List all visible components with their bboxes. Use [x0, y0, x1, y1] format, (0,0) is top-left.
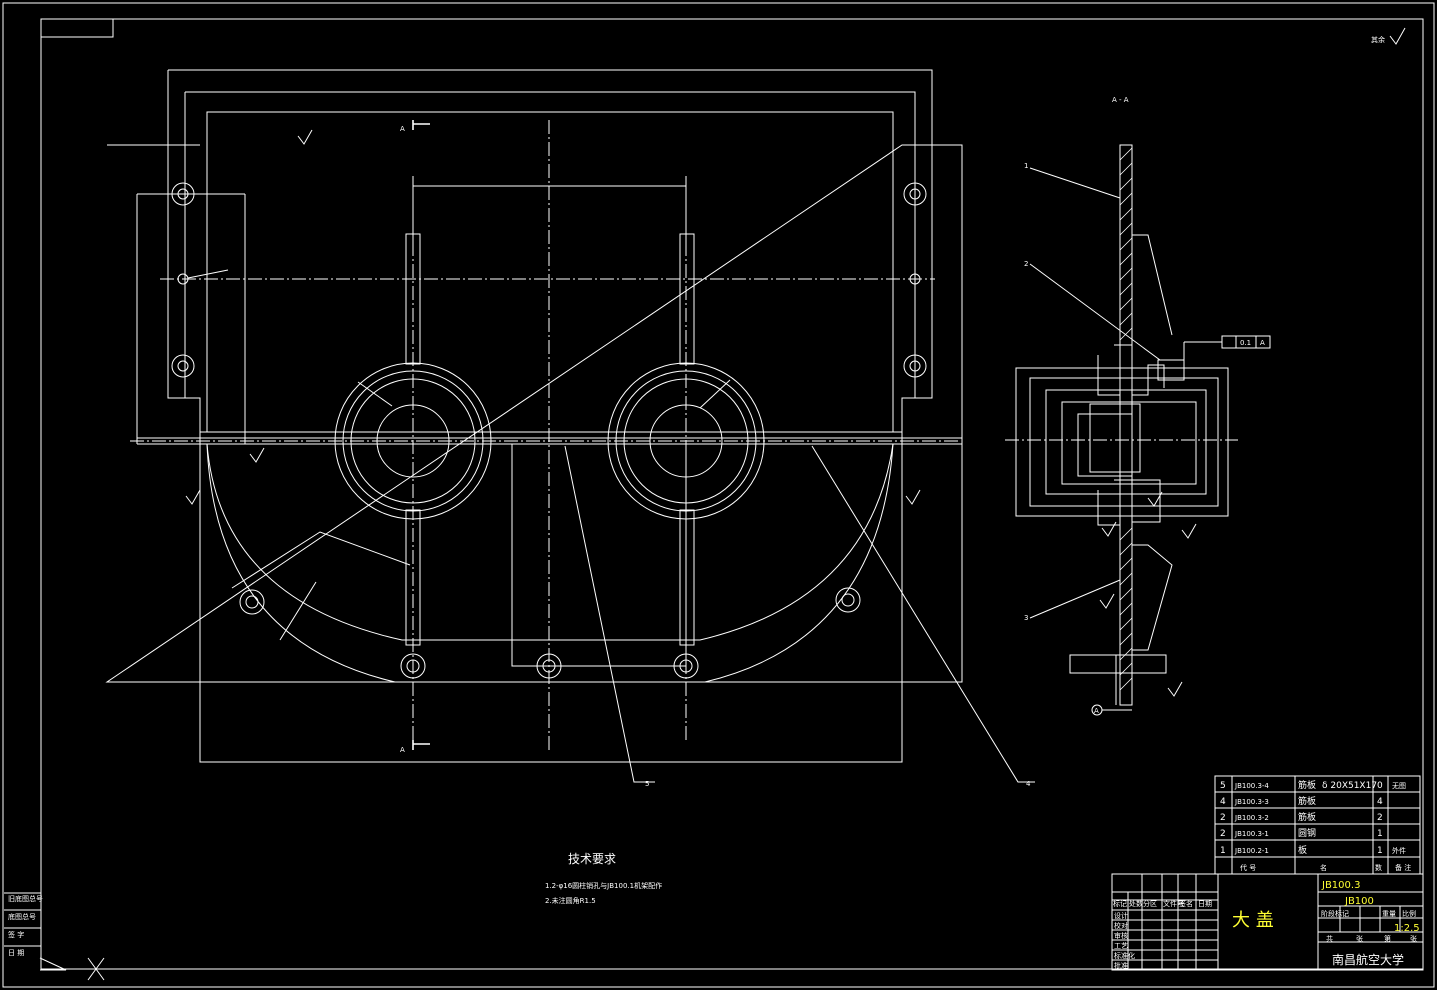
parts-row-code: JB100.3-3 — [1234, 798, 1269, 806]
part-callout-2: 2 — [1024, 260, 1028, 268]
title-block — [1111, 873, 1424, 971]
parts-list-rows: 5 JB100.3-4 筋板 δ 20X51X170 无图 4 JB100.3-… — [1220, 779, 1411, 872]
section-view-label: A - A — [1112, 96, 1129, 104]
parts-header-name: 名 — [1320, 863, 1327, 872]
margin-label-1: 旧底图总号 — [8, 894, 43, 903]
sheet-label: 张 — [1356, 934, 1363, 943]
parts-row-name: 筋板 — [1298, 795, 1316, 807]
right-label: 比例 — [1402, 909, 1416, 918]
right-label: 阶段标记 — [1321, 909, 1349, 918]
parts-row-qty: 1 — [1377, 829, 1383, 839]
tolerance-value: 0.1 — [1240, 339, 1251, 347]
margin-labels: 旧底图总号 底图总号 签 字 日 期 — [8, 894, 43, 957]
sheet-label: 共 — [1326, 934, 1333, 943]
header-cell: 文件号 — [1163, 899, 1184, 908]
parts-row-code: JB100.3-2 — [1234, 814, 1269, 822]
left-row-label: 批准 — [1114, 961, 1128, 970]
parts-row-spec: δ 20X51X170 — [1322, 781, 1383, 791]
parts-row-remark: 无图 — [1392, 782, 1406, 790]
header-cell: 签名 — [1179, 899, 1193, 908]
parts-row-no: 2 — [1220, 813, 1226, 823]
orientation-marks — [39, 957, 105, 981]
parts-row-qty: 1 — [1377, 846, 1383, 856]
title-block-text: JB100.3 JB100 大 盖 1:2.5 南昌航空大学 标记 处数 分区 … — [1113, 880, 1420, 970]
tech-requirement-2: 2.未注圆角R1.5 — [545, 896, 596, 905]
left-row-label: 标准化 — [1114, 951, 1135, 960]
section-view — [1005, 144, 1271, 716]
left-row-label: 校对 — [1114, 921, 1128, 930]
parts-row-no: 5 — [1220, 781, 1226, 791]
parts-row-qty: 4 — [1377, 797, 1383, 807]
header-cell: 标记 — [1113, 899, 1127, 908]
sheet-label: 第 — [1384, 934, 1391, 943]
part-callout-5: 5 — [645, 780, 649, 788]
parts-list — [1214, 775, 1421, 875]
section-mark-bottom: A — [400, 746, 405, 754]
parts-row-name: 圆钢 — [1298, 827, 1316, 839]
main-view — [105, 69, 1035, 783]
school-name: 南昌航空大学 — [1332, 952, 1404, 967]
scale-value: 1:2.5 — [1394, 923, 1420, 934]
parts-row-name: 筋板 — [1298, 811, 1316, 823]
parts-row-code: JB100.3-4 — [1234, 782, 1269, 790]
part-name: 大 盖 — [1232, 910, 1274, 931]
tech-requirement-1: 1.2-φ16圆柱销孔与JB100.1机架配作 — [545, 881, 662, 890]
margin-label-2: 底图总号 — [8, 912, 36, 921]
left-row-label: 工艺 — [1114, 942, 1128, 950]
right-label: 重量 — [1382, 910, 1396, 918]
parts-header-remark: 备 注 — [1395, 863, 1411, 872]
sheet-label: 张 — [1410, 934, 1417, 943]
assembly-code: JB100 — [1344, 896, 1374, 907]
part-callout-1: 1 — [1024, 162, 1028, 170]
tolerance-datum: A — [1260, 339, 1265, 347]
margin-label-3: 签 字 — [8, 930, 24, 939]
parts-row-no: 2 — [1220, 829, 1226, 839]
part-callout-4: 4 — [1026, 780, 1031, 788]
datum-label: A — [1094, 707, 1099, 715]
margin-label-4: 日 期 — [8, 949, 24, 957]
parts-row-name: 板 — [1298, 844, 1307, 856]
roughness-note: 其余 — [1371, 35, 1385, 44]
header-cell: 处数 — [1129, 899, 1143, 908]
parts-row-remark: 外件 — [1392, 846, 1406, 855]
parts-row-qty: 2 — [1377, 813, 1383, 823]
header-cell: 日期 — [1198, 900, 1212, 908]
parts-row-no: 1 — [1220, 846, 1226, 856]
parts-row-code: JB100.2-1 — [1234, 847, 1269, 855]
part-callout-3: 3 — [1024, 614, 1028, 622]
parts-row-code: JB100.3-1 — [1234, 830, 1269, 838]
parts-row-name: 筋板 — [1298, 779, 1316, 791]
header-cell: 分区 — [1143, 899, 1157, 908]
parts-header-qty: 数 — [1375, 863, 1382, 872]
tech-requirements-title: 技术要求 — [568, 852, 616, 866]
section-mark-top: A — [400, 125, 405, 133]
parts-header-code: 代 号 — [1240, 863, 1256, 872]
parts-row-no: 4 — [1220, 797, 1226, 807]
left-row-label: 审核 — [1114, 931, 1128, 940]
roughness-symbol-icon — [1389, 27, 1406, 45]
drawing-code: JB100.3 — [1321, 880, 1360, 891]
left-row-label: 设计 — [1114, 911, 1128, 920]
